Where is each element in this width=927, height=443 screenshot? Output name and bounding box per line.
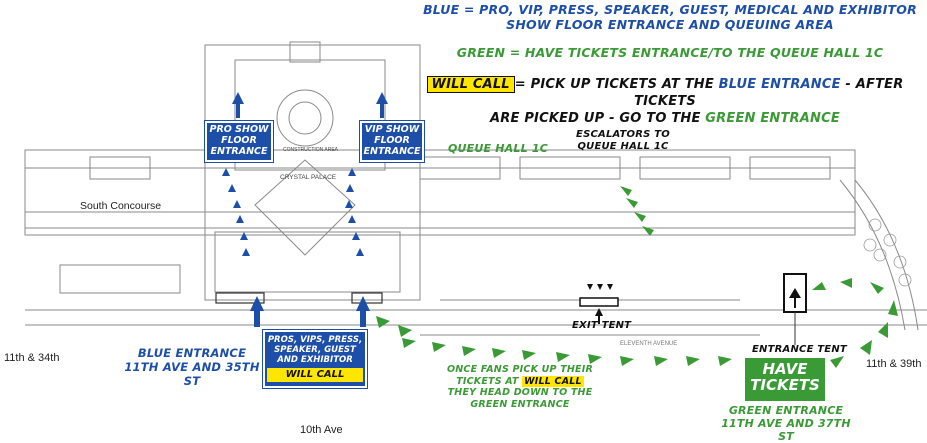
- blue-entrance-label: BLUE ENTRANCE 11TH AVE AND 35TH ST: [122, 346, 262, 388]
- fans-note-line1: ONCE FANS PICK UP THEIR: [446, 364, 593, 375]
- legend-blue: BLUE = PRO, VIP, PRESS, SPEAKER, GUEST, …: [420, 2, 920, 32]
- street-10th-ave: 10th Ave: [300, 424, 343, 436]
- queue-hall-label: QUEUE HALL 1C: [448, 142, 548, 155]
- willcall-text-a: = PICK UP TICKETS AT THE: [514, 77, 719, 92]
- street-11-34: 11th & 34th: [4, 352, 60, 364]
- crystal-palace-label: CRYSTAL PALACE: [280, 174, 337, 181]
- escalators-line2: QUEUE HALL 1C: [577, 141, 669, 152]
- green-entrance-label: GREEN ENTRANCE 11TH AVE AND 37TH ST: [716, 404, 856, 443]
- exit-tent-label: EXIT TENT: [572, 320, 632, 331]
- legend-willcall: WILL CALL= PICK UP TICKETS AT THE BLUE E…: [410, 76, 920, 127]
- construction-area-label: CONSTRUCTION AREA: [283, 147, 339, 153]
- green-entrance-title: GREEN ENTRANCE: [728, 404, 844, 417]
- fans-note-line2: TICKETS AT: [456, 375, 523, 387]
- blue-entrance-address: 11TH AVE AND 35TH ST: [124, 360, 260, 388]
- legend-blue-line2: SHOW FLOOR ENTRANCE AND QUEUING AREA: [506, 17, 834, 32]
- entrance-tent-label: ENTRANCE TENT: [752, 344, 847, 355]
- blue-entrance-title: BLUE ENTRANCE: [137, 346, 247, 360]
- south-concourse-label: South Concourse: [80, 200, 162, 212]
- pros-vips-text: PROS, VIPS, PRESS, SPEAKER, GUEST AND EX…: [267, 335, 363, 365]
- fans-note-line4: GREEN ENTRANCE: [470, 398, 570, 410]
- pros-vips-box: PROS, VIPS, PRESS, SPEAKER, GUEST AND EX…: [263, 330, 367, 388]
- escalators-label: ESCALATORS TO QUEUE HALL 1C: [568, 129, 678, 153]
- willcall-text-b: - AFTER TICKETS: [634, 77, 904, 109]
- green-entrance-address: 11TH AVE AND 37TH ST: [721, 417, 851, 443]
- willcall-text-c: ARE PICKED UP - GO TO THE: [490, 111, 706, 126]
- exit-tent-shape: [579, 297, 619, 307]
- willcall-text-blue: BLUE ENTRANCE: [718, 77, 841, 92]
- legend-blue-line1: BLUE = PRO, VIP, PRESS, SPEAKER, GUEST, …: [423, 2, 917, 17]
- vip-show-floor-entrance-box: VIP SHOW FLOOR ENTRANCE: [360, 121, 424, 162]
- pro-show-floor-entrance-box: PRO SHOW FLOOR ENTRANCE: [205, 121, 273, 162]
- have-tickets-box: HAVE TICKETS: [745, 358, 825, 401]
- fans-note: ONCE FANS PICK UP THEIR TICKETS AT WILL …: [430, 364, 610, 410]
- willcall-badge: WILL CALL: [426, 76, 515, 93]
- eleventh-avenue-label: ELEVENTH AVENUE: [620, 341, 678, 347]
- willcall-text-green: GREEN ENTRANCE: [705, 111, 840, 126]
- will-call-label: WILL CALL: [267, 368, 363, 382]
- green-path-arrows: [376, 186, 898, 368]
- blue-path-arrows: [222, 92, 388, 327]
- fans-note-willcall: WILL CALL: [522, 375, 584, 387]
- street-11-39: 11th & 39th: [866, 358, 922, 370]
- legend-green: GREEN = HAVE TICKETS ENTRANCE/TO THE QUE…: [456, 45, 884, 60]
- escalators-line1: ESCALATORS TO: [576, 129, 670, 140]
- fans-note-line3: THEY HEAD DOWN TO THE: [447, 387, 593, 398]
